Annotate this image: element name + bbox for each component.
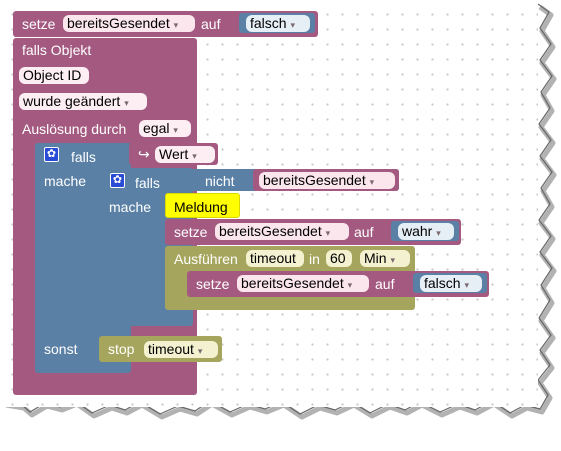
dropdown-arrow-icon: ▾ [197,346,203,356]
timeout-label: Ausführen [174,251,238,267]
variable-dropdown[interactable]: bereitsGesendet ▾ [237,275,369,292]
dropdown-arrow-icon: ▾ [173,125,178,135]
settings-icon[interactable]: ✿ [44,147,59,162]
if-keyword: falls [135,175,160,191]
variable-dropdown[interactable]: bereitsGesendet ▾ [259,172,395,189]
dropdown-arrow-icon: ▾ [290,20,295,30]
settings-icon[interactable]: ✿ [110,173,125,188]
unit-dropdown[interactable]: Min ▾ [360,250,410,267]
set-keyword: setze [22,16,56,32]
do-keyword: mache [109,199,152,215]
change-dropdown[interactable]: wurde geändert ▾ [19,93,147,110]
dropdown-arrow-icon: ▾ [192,151,197,161]
dropdown-arrow-icon: ▾ [464,280,469,290]
to-keyword: auf [201,16,221,32]
not-keyword: nicht [205,173,235,189]
boolean-dropdown[interactable]: wahr ▾ [398,223,454,240]
dropdown-arrow-icon: ▾ [390,255,395,265]
timeout-name-field[interactable]: timeout [246,250,304,267]
trigger-falls-objekt: falls Objekt [22,42,92,58]
dropdown-arrow-icon: ▾ [173,20,179,30]
dropdown-arrow-icon: ▾ [347,280,353,290]
variable-dropdown[interactable]: bereitsGesendet ▾ [63,15,195,32]
set-keyword: setze [174,224,208,240]
to-keyword: auf [375,276,395,292]
timeout-amount-field[interactable]: 60 [326,250,352,267]
object-id-field[interactable]: Object ID [19,67,89,84]
boolean-dropdown[interactable]: falsch ▾ [420,275,482,292]
boolean-dropdown[interactable]: falsch ▾ [246,15,310,32]
message-label: Meldung [174,199,228,215]
trigger-label: Auslösung durch [22,121,127,137]
do-keyword: mache [44,173,87,189]
to-keyword: auf [354,224,374,240]
trigger-dropdown[interactable]: egal ▾ [139,120,191,137]
value-dropdown[interactable]: Wert ▾ [155,146,215,163]
debug-message-block[interactable] [165,193,240,218]
blockly-workspace[interactable]: setze bereitsGesendet ▾ auf falsch ▾ fal… [3,3,538,407]
dropdown-arrow-icon: ▾ [369,177,375,187]
dropdown-arrow-icon: ▾ [325,228,331,238]
set-keyword: setze [196,276,230,292]
dropdown-arrow-icon: ▾ [124,98,129,108]
stop-name-dropdown[interactable]: timeout ▾ [144,341,218,358]
if-keyword: falls [71,149,96,165]
stop-keyword: stop [108,341,135,357]
return-arrow-icon: ↪ [138,146,150,162]
variable-dropdown[interactable]: bereitsGesendet ▾ [215,223,349,240]
dropdown-arrow-icon: ▾ [436,228,441,238]
in-keyword: in [309,251,320,267]
variable-name: bereitsGesendet [67,15,170,31]
else-keyword: sonst [44,341,78,357]
